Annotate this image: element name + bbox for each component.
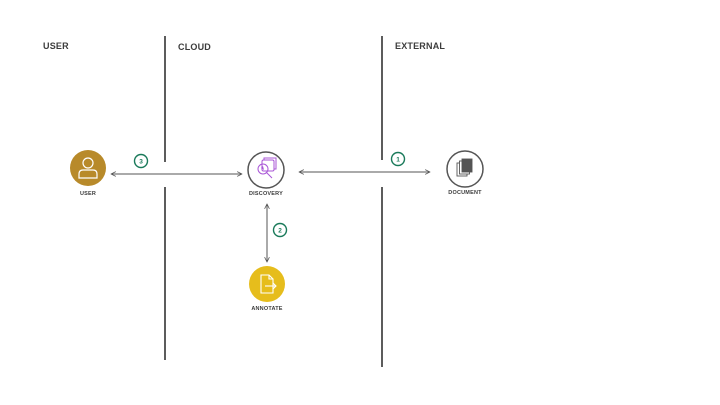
user-node-label: USER <box>79 191 97 197</box>
document-node-label: DOCUMENT <box>448 190 482 196</box>
discovery-node-label: DISCOVERY <box>249 191 283 197</box>
user-node <box>70 150 106 186</box>
zone-user-label: USER <box>43 41 69 51</box>
annotate-file-icon <box>260 274 277 294</box>
step-number-1: 1 <box>396 157 400 164</box>
annotate-node-label: ANNOTATE <box>251 306 283 312</box>
step-number-2: 2 <box>278 228 282 235</box>
annotate-node <box>249 266 285 302</box>
person-icon <box>78 157 98 179</box>
discovery-icon <box>257 157 277 179</box>
zone-cloud-label: CLOUD <box>178 42 211 52</box>
discovery-node <box>247 151 285 189</box>
zone-external-label: EXTERNAL <box>395 41 446 51</box>
step-number-3: 3 <box>139 159 143 166</box>
step-badge-3: 3 <box>133 153 149 169</box>
document-node <box>446 150 484 188</box>
document-stack-icon <box>456 158 473 177</box>
step-badge-2: 2 <box>272 222 288 238</box>
step-badge-1: 1 <box>390 151 406 167</box>
